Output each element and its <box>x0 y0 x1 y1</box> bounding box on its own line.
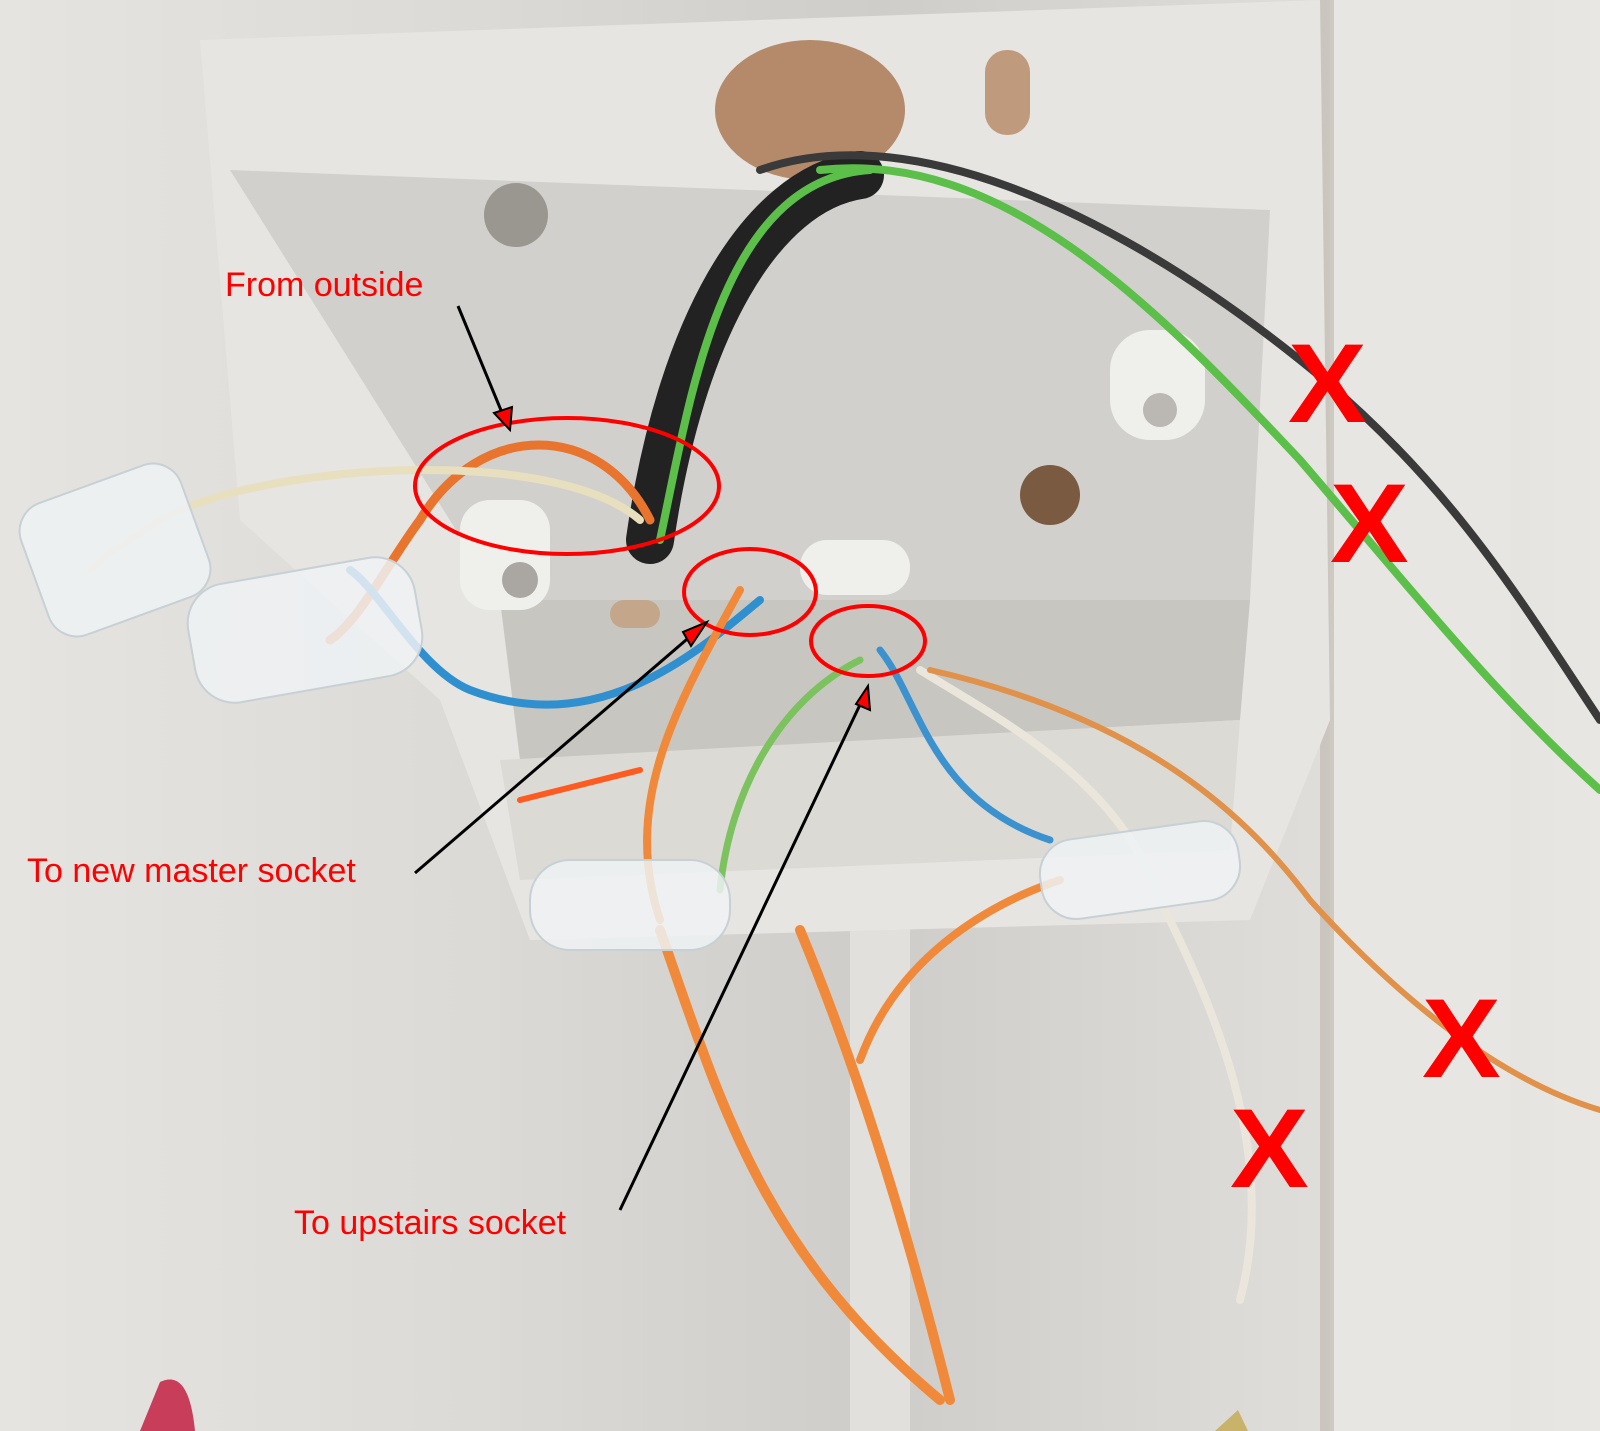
x-mark-green-wire: X <box>1330 461 1409 587</box>
upstairs-socket-arrow <box>618 689 869 1211</box>
label-to-upstairs-socket: To upstairs socket <box>294 1204 567 1242</box>
wires <box>86 151 1600 1405</box>
new-master-socket-arrowhead <box>681 619 710 648</box>
new-master-socket-arrow <box>414 626 701 875</box>
upstairs-socket-circle <box>809 604 927 678</box>
gel-connectors <box>18 462 1242 951</box>
foreground-object-right <box>1215 1410 1248 1431</box>
new-master-socket-circle <box>682 547 818 637</box>
x-mark-orange-wire: X <box>1422 976 1501 1102</box>
from-outside-arrow <box>456 305 507 421</box>
foreground-object <box>140 1379 195 1431</box>
from-outside-arrowhead <box>492 405 514 433</box>
from-outside-circle <box>413 416 721 556</box>
x-mark-black-wire: X <box>1288 321 1367 447</box>
annotation-circles <box>413 416 927 678</box>
wall-pipe <box>1330 0 1510 1431</box>
upstairs-socket-arrowhead <box>854 683 872 712</box>
label-to-new-master-socket: To new master socket <box>27 852 356 890</box>
x-mark-white-wire: X <box>1230 1086 1309 1212</box>
label-from-outside: From outside <box>225 266 424 304</box>
annotation-arrows <box>414 305 872 1211</box>
